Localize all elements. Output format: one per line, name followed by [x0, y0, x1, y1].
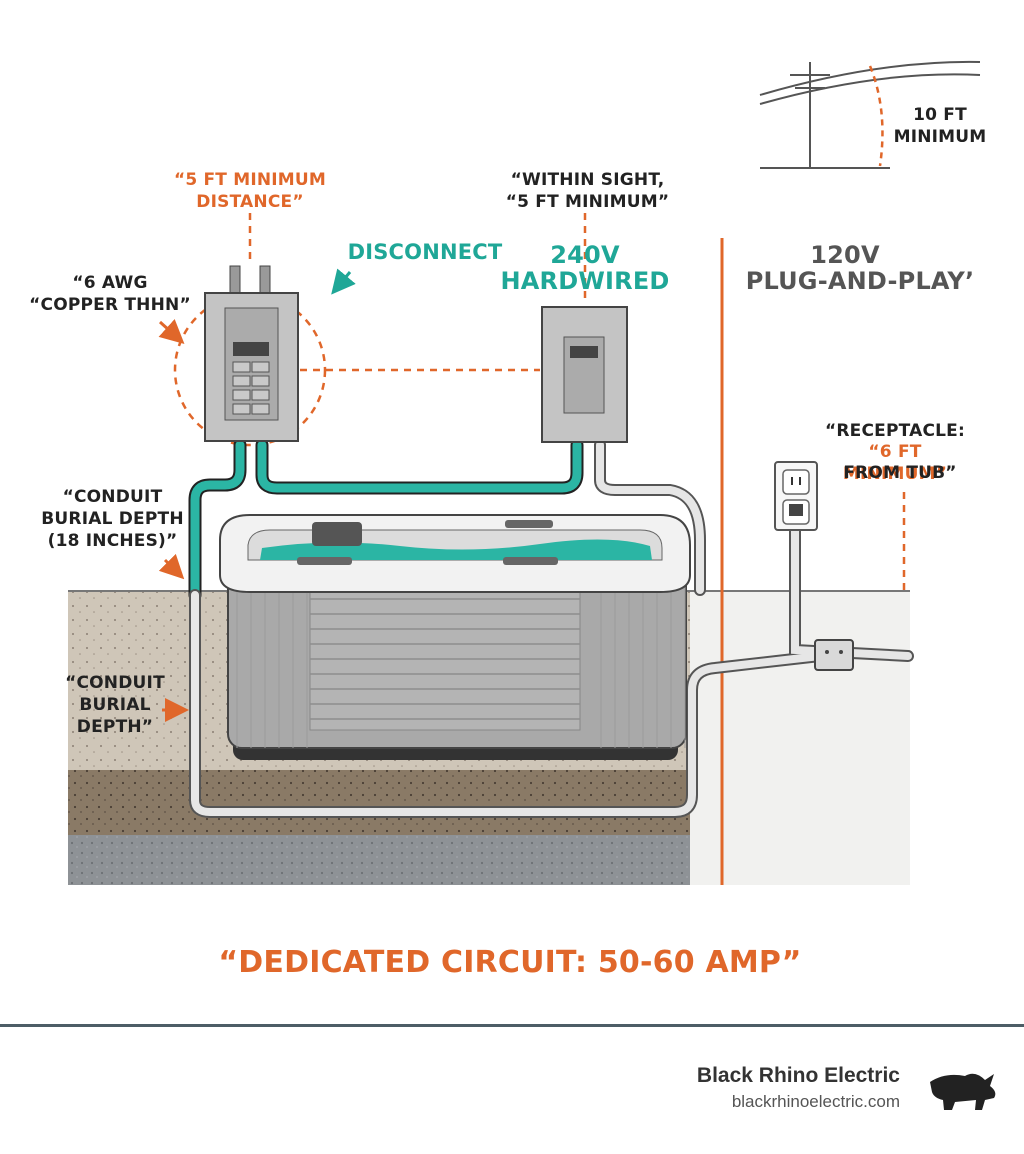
footer-divider: [0, 1024, 1024, 1027]
receptacle-distance-label: “6 FT MINIMUM”: [842, 442, 948, 484]
main-breaker-panel: [204, 265, 299, 442]
disconnect-panel: [541, 306, 628, 443]
brand-url: blackrhinoelectric.com: [731, 1092, 900, 1111]
power-line-clearance-label: 10 FT MINIMUM: [893, 105, 987, 147]
wire-gauge-arrow: [158, 319, 185, 345]
plug-type-label: PLUG-AND-PLAY’: [745, 267, 975, 295]
hardwired-voltage-label: 240V: [550, 241, 620, 269]
within-sight-label: “WITHIN SIGHT, “5 FT MINIMUM”: [505, 170, 670, 212]
junction-box: [814, 639, 854, 671]
wire-gauge-label: “6 AWG “COPPER THHN”: [29, 273, 191, 315]
disconnect-label: DISCONNECT: [347, 240, 503, 264]
conduit-burial-label-lower: “CONDUIT BURIAL DEPTH”: [65, 673, 165, 737]
disconnect-arrow: [331, 268, 356, 295]
hot-tub: [219, 514, 691, 760]
hardwired-type-label: HARDWIRED: [500, 267, 670, 295]
plug-voltage-label: 120V: [810, 241, 880, 269]
conduit-burial-label-top: “CONDUIT BURIAL DEPTH (18 INCHES)”: [41, 487, 184, 551]
brand-name: Black Rhino Electric: [696, 1064, 900, 1087]
receptacle-title-label: “RECEPTACLE:: [825, 421, 965, 441]
utility-pole: [759, 60, 981, 169]
rhino-logo: [930, 1073, 996, 1110]
five-ft-distance-label: “5 FT MINIMUM DISTANCE”: [173, 170, 327, 212]
conduit-depth-arrow-1: [158, 553, 185, 580]
dedicated-circuit-label: “DEDICATED CIRCUIT: 50-60 AMP”: [218, 945, 802, 980]
receptacle-outlet: [774, 461, 818, 531]
receptacle-suffix-label: FROM TUB”: [843, 463, 957, 483]
